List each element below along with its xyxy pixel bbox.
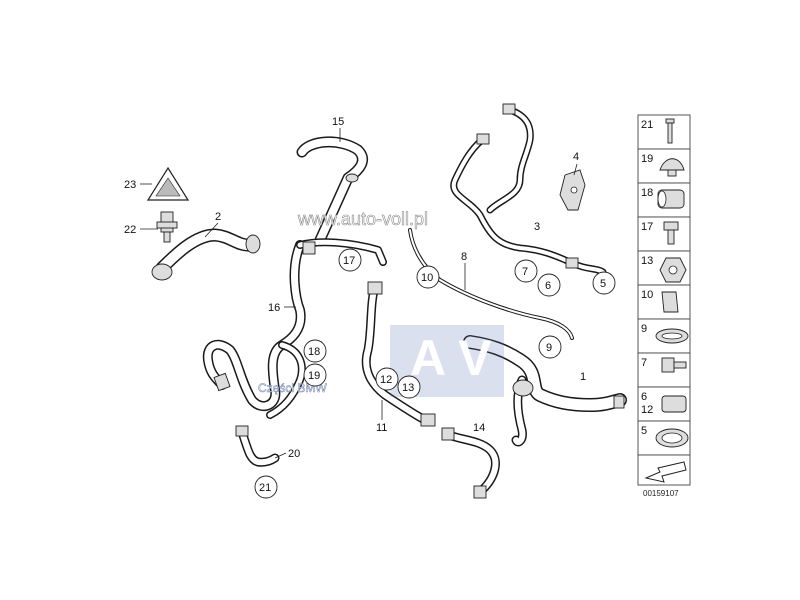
callout-20: 20 <box>288 448 300 460</box>
callout-15: 15 <box>332 116 344 128</box>
hose-16[interactable] <box>202 238 387 419</box>
legend-row-label: 9 <box>641 323 647 335</box>
arrow-icon <box>644 461 687 483</box>
rivet-part-21 <box>665 118 675 144</box>
legend-row-label: 10 <box>641 289 653 301</box>
callout-18: 18 <box>308 346 320 358</box>
callout-4: 4 <box>573 151 579 163</box>
callout-12: 12 <box>380 374 392 386</box>
hose-2[interactable] <box>151 228 261 281</box>
hose-14[interactable] <box>441 427 500 499</box>
callout-17: 17 <box>343 255 355 267</box>
clip-part-19 <box>659 158 685 177</box>
callout-13: 13 <box>402 382 414 394</box>
hose-1[interactable] <box>463 335 627 447</box>
hose-20[interactable] <box>235 425 280 467</box>
legend-row-label: 12 <box>641 404 653 416</box>
bracket-4[interactable] <box>559 169 586 211</box>
legend-row-label: 7 <box>641 357 647 369</box>
grommet-part-18 <box>657 189 685 209</box>
legend-row-label: 17 <box>641 221 653 233</box>
callout-1: 1 <box>580 371 586 383</box>
clip-part-10 <box>661 291 679 313</box>
callout-22: 22 <box>124 224 136 236</box>
callout-21: 21 <box>259 482 271 494</box>
callout-23: 23 <box>124 179 136 191</box>
pipe-8[interactable] <box>408 228 574 340</box>
clamp-part-9 <box>655 328 689 344</box>
legend-panel: 21 19 18 17 13 10 9 7 6 12 5 <box>637 114 691 486</box>
circled-callouts: 5 6 7 9 10 12 13 17 18 19 21 <box>254 248 616 499</box>
hose-11[interactable] <box>361 281 436 427</box>
callout-7: 7 <box>522 266 528 278</box>
sensor-22[interactable] <box>156 211 178 243</box>
callout-8: 8 <box>461 251 467 263</box>
nut-part-13 <box>659 257 687 283</box>
callout-5: 5 <box>600 278 606 290</box>
legend-row-label: 19 <box>641 153 653 165</box>
legend-row-label: 18 <box>641 187 653 199</box>
legend-row-label: 5 <box>641 425 647 437</box>
callout-14: 14 <box>473 422 485 434</box>
callout-9: 9 <box>546 342 552 354</box>
callout-16: 16 <box>268 302 280 314</box>
clamp-part-5 <box>655 428 689 448</box>
warning-triangle-23 <box>146 166 190 201</box>
hose-3[interactable] <box>450 103 607 276</box>
callout-11: 11 <box>376 422 387 434</box>
callout-19: 19 <box>308 370 320 382</box>
bolt-part-7 <box>661 357 687 373</box>
screw-part-17 <box>663 221 679 245</box>
document-number: 00159107 <box>643 489 679 498</box>
hose-15[interactable] <box>296 136 368 246</box>
legend-row-label: 6 <box>641 391 647 403</box>
callout-3: 3 <box>534 221 540 233</box>
callout-6: 6 <box>545 280 551 292</box>
callout-10: 10 <box>421 272 433 284</box>
legend-row-label: 13 <box>641 255 653 267</box>
callout-2: 2 <box>215 211 221 223</box>
plain-callouts: 1 2 3 4 8 11 14 15 16 20 22 23 <box>124 116 586 460</box>
watermark: www.auto-voll.pl <box>297 209 428 229</box>
bracket-part-6 <box>661 395 687 413</box>
badge-letters: A V <box>410 330 492 386</box>
legend-row-label: 21 <box>641 119 653 131</box>
